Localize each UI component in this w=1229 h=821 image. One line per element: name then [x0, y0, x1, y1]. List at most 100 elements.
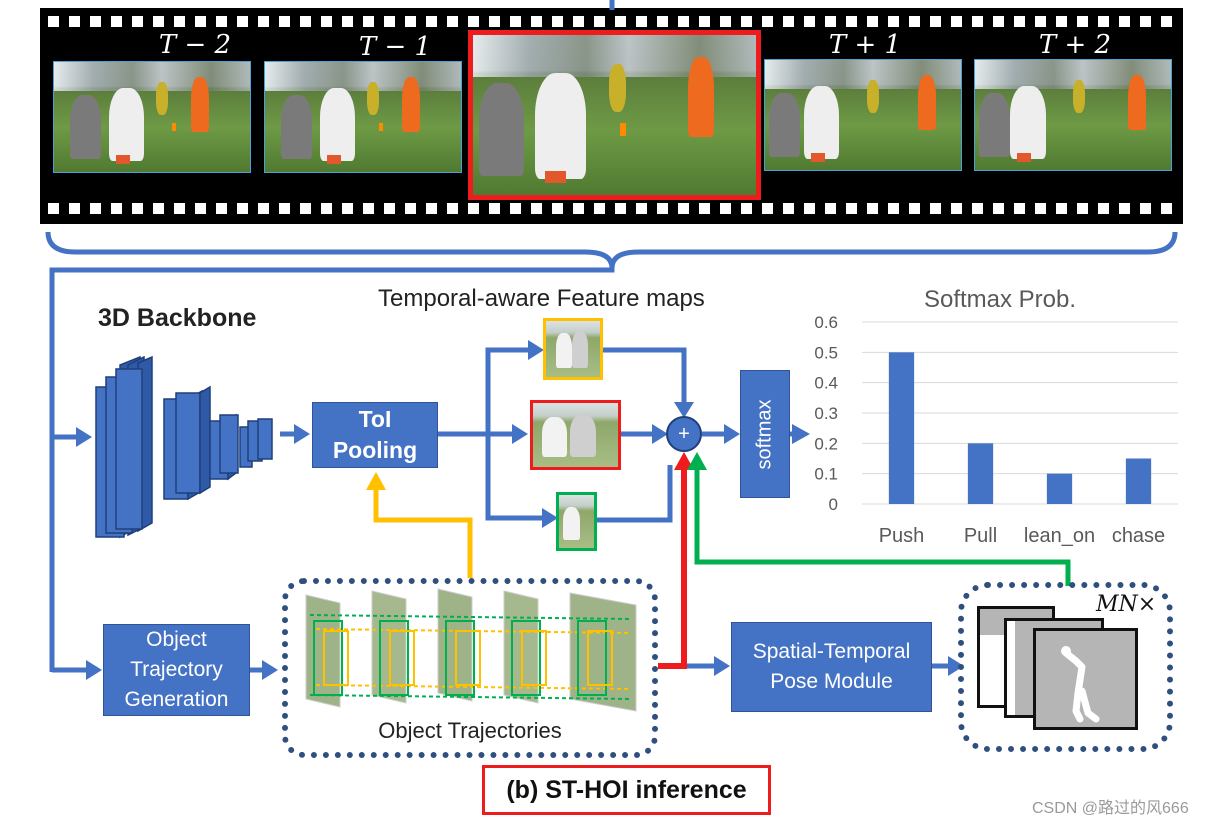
object-trajectory-generation-box: Object Trajectory Generation — [103, 624, 250, 716]
sprocket-hole-top — [888, 16, 899, 27]
toi-pooling-label-line1: ToI — [358, 406, 392, 432]
sprocket-hole-top — [384, 16, 395, 27]
feature-map-green — [556, 492, 597, 551]
sprocket-hole-top — [993, 16, 1004, 27]
sprocket-hole-top — [762, 16, 773, 27]
feature-map-red — [530, 400, 621, 470]
sprocket-hole-top — [804, 16, 815, 27]
sprocket-hole-top — [741, 16, 752, 27]
sprocket-hole-bottom — [342, 203, 353, 214]
sprocket-hole-bottom — [1035, 203, 1046, 214]
toi-to-feature-yellow-line — [485, 347, 530, 434]
trajgen-line3: Generation — [124, 688, 229, 711]
sprocket-hole-bottom — [447, 203, 458, 214]
sprocket-hole-bottom — [930, 203, 941, 214]
sprocket-hole-top — [258, 16, 269, 27]
sprocket-hole-top — [1014, 16, 1025, 27]
sprocket-hole-bottom — [888, 203, 899, 214]
arrowhead-toi — [294, 424, 310, 444]
sprocket-hole-top — [531, 16, 542, 27]
sprocket-hole-bottom — [615, 203, 626, 214]
pose-module-line1: Spatial-Temporal — [752, 640, 911, 663]
sprocket-hole-top — [216, 16, 227, 27]
sprocket-hole-bottom — [846, 203, 857, 214]
sprocket-hole-top — [657, 16, 668, 27]
sprocket-hole-bottom — [741, 203, 752, 214]
sprocket-hole-top — [405, 16, 416, 27]
sprocket-hole-bottom — [216, 203, 227, 214]
sprocket-hole-top — [867, 16, 878, 27]
frame-image-t-current — [468, 30, 761, 200]
sprocket-hole-top — [972, 16, 983, 27]
arrowhead-toi-yellow — [366, 472, 386, 490]
sprocket-hole-bottom — [1014, 203, 1025, 214]
sprocket-hole-bottom — [48, 203, 59, 214]
sprocket-hole-bottom — [468, 203, 479, 214]
sprocket-hole-bottom — [1077, 203, 1088, 214]
frame-image-t-plus-2 — [974, 59, 1172, 171]
chart-ytick-label: 0.5 — [814, 343, 838, 362]
sprocket-hole-top — [153, 16, 164, 27]
spatial-temporal-pose-module-box: Spatial-Temporal Pose Module — [731, 622, 932, 712]
arrowhead-pose-frames — [948, 656, 964, 676]
sprocket-hole-top — [1119, 16, 1130, 27]
backbone-3d-icon — [95, 355, 273, 539]
sprocket-hole-top — [174, 16, 185, 27]
sprocket-hole-bottom — [720, 203, 731, 214]
arrowhead-sum-green — [687, 452, 707, 470]
sprocket-hole-bottom — [237, 203, 248, 214]
arrowhead-softmax — [724, 424, 740, 444]
sprocket-hole-bottom — [405, 203, 416, 214]
sprocket-hole-bottom — [174, 203, 185, 214]
pose-to-sum-green-line — [694, 466, 1071, 586]
sprocket-hole-bottom — [300, 203, 311, 214]
sprocket-hole-bottom — [1161, 203, 1172, 214]
frame-image-t-plus-1 — [764, 59, 962, 171]
arrowhead-trajgen — [86, 660, 102, 680]
sprocket-hole-top — [342, 16, 353, 27]
pose-module-line2: Pose Module — [770, 670, 893, 693]
arrowhead-backbone — [76, 427, 92, 447]
chart-bar-Pull — [967, 443, 994, 504]
sprocket-hole-top — [1035, 16, 1046, 27]
caption-text: (b) ST-HOI inference — [506, 775, 747, 804]
sprocket-hole-bottom — [636, 203, 647, 214]
pose-frame-front — [1033, 628, 1138, 730]
sprocket-hole-bottom — [1098, 203, 1109, 214]
toi-pooling-label-line2: Pooling — [332, 437, 418, 463]
sprocket-hole-bottom — [783, 203, 794, 214]
frame-image-t-minus-1 — [264, 61, 462, 173]
frames-brace — [45, 231, 1178, 269]
feature-green-to-sum-line — [597, 465, 673, 523]
chart-category-label: Push — [879, 525, 925, 547]
sprocket-hole-bottom — [657, 203, 668, 214]
chart-bar-chase — [1125, 458, 1152, 504]
chart-category-label: Pull — [964, 525, 997, 547]
sprocket-hole-bottom — [384, 203, 395, 214]
sprocket-hole-bottom — [804, 203, 815, 214]
chart-title: Softmax Prob. — [923, 286, 1077, 313]
sprocket-hole-top — [825, 16, 836, 27]
chart-ytick-label: 0.6 — [814, 313, 838, 332]
sprocket-hole-bottom — [552, 203, 563, 214]
sprocket-hole-top — [552, 16, 563, 27]
sprocket-hole-top — [1056, 16, 1067, 27]
arrowhead-feature-yellow — [528, 340, 544, 360]
frame-label-t-minus-1: T − 1 — [358, 32, 432, 62]
sprocket-hole-top — [1098, 16, 1109, 27]
sprocket-hole-bottom — [510, 203, 521, 214]
frame-label-t-plus-2: T + 2 — [1038, 30, 1112, 60]
sprocket-hole-top — [279, 16, 290, 27]
sprocket-hole-top — [636, 16, 647, 27]
trajectories-to-toi-yellow-line — [373, 488, 473, 578]
sprocket-hole-bottom — [594, 203, 605, 214]
arrowhead-sum-left — [652, 424, 668, 444]
feature-maps-title: Temporal-aware Feature maps — [378, 285, 705, 312]
chart-ytick-label: 0.4 — [814, 374, 838, 393]
feature-map-yellow — [543, 318, 603, 380]
sprocket-hole-bottom — [258, 203, 269, 214]
film-sprocket-holes — [48, 16, 1172, 214]
chart-bar-Push — [888, 352, 915, 504]
